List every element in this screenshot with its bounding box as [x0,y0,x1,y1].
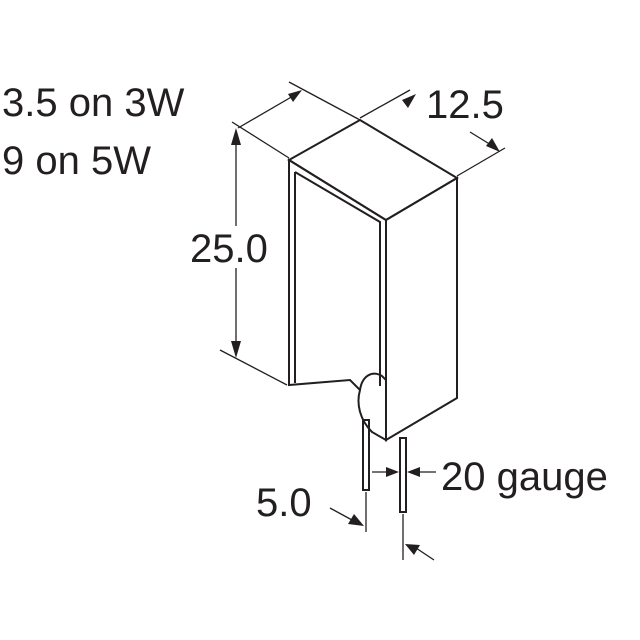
height-ext-bottom [219,349,288,386]
width-label: 12.5 [426,83,504,127]
gauge-arrow-right [407,467,420,477]
spacing-leader-left [329,507,353,521]
lead-gauge-dimension [372,467,436,477]
height-arrow-bottom [231,341,241,358]
gauge-arrow-left [386,467,399,477]
height-dimension [219,121,290,386]
width-dimension [359,89,506,177]
component-body [287,118,459,442]
component-leads [362,419,407,513]
lead-spacing-dimension [329,492,435,561]
spacing-arrow-left [348,514,364,526]
body-front-inset [294,171,381,386]
body-bottom-lobe [359,372,387,391]
depth-arrow [288,90,302,102]
depth-dim-line [237,91,301,129]
body-top-face [287,118,459,222]
spacing-leader-right [415,547,435,561]
depth-label-line2: 9 on 5W [2,139,151,183]
depth-dimension [237,81,361,129]
body-right-face [385,176,458,442]
body-front-face [288,158,387,442]
lead-spacing-label: 5.0 [256,481,312,525]
height-label: 25.0 [190,227,268,271]
width-ext-left [359,89,411,119]
lead-right [399,437,407,513]
lead-left [362,419,370,491]
spacing-arrow-right [405,544,420,555]
height-arrow-top [231,128,241,145]
lead-gauge-label: 20 gauge [441,455,608,499]
width-ext-right [456,147,506,177]
width-arrow-left [402,94,416,108]
height-ext-top [231,121,290,159]
depth-label-line1: 3.5 on 3W [2,81,185,125]
width-arrow-right [486,138,500,152]
depth-ext-top [288,81,361,121]
